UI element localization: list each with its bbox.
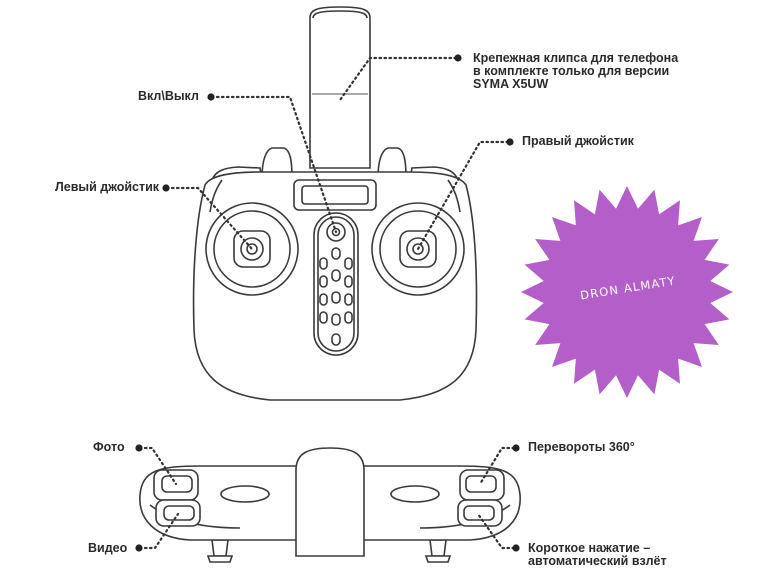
- leader-lines: [135, 54, 520, 552]
- label-takeoff-line2: автоматический взлёт: [528, 554, 667, 568]
- label-phone-clip-line3: SYMA X5UW: [473, 77, 549, 91]
- label-video: Видео: [88, 541, 128, 555]
- controller-front-view: [139, 447, 521, 563]
- label-right-stick: Правый джойстик: [522, 134, 634, 148]
- label-photo: Фото: [93, 440, 125, 454]
- label-takeoff: Короткое нажатие – автоматический взлёт: [528, 542, 728, 568]
- watermark-starburst: [521, 186, 733, 398]
- right-stick-marker: [506, 138, 514, 146]
- video-marker: [135, 544, 143, 552]
- label-phone-clip-line1: Крепежная клипса для телефона: [473, 51, 679, 65]
- label-power: Вкл\Выкл: [138, 89, 199, 103]
- label-takeoff-line1: Короткое нажатие –: [528, 541, 651, 555]
- display-window: [293, 179, 377, 211]
- controller-top-view: [192, 6, 478, 401]
- label-phone-clip: Крепежная клипса для телефона в комплект…: [473, 52, 713, 91]
- photo-marker: [135, 444, 143, 452]
- video-button: [163, 505, 195, 521]
- takeoff-marker: [512, 544, 520, 552]
- flip-button: [465, 475, 497, 493]
- takeoff-button: [463, 505, 495, 521]
- label-phone-clip-line2: в комплекте только для версии: [473, 64, 670, 78]
- flips-marker: [512, 444, 520, 452]
- center-button-strip: [313, 212, 359, 356]
- label-left-stick: Левый джойстик: [55, 180, 160, 194]
- power-marker: [207, 93, 215, 101]
- phone-clip: [309, 6, 371, 169]
- label-flips: Перевороты 360°: [528, 440, 635, 454]
- phone-clip-marker: [454, 54, 462, 62]
- left-stick-marker: [162, 184, 170, 192]
